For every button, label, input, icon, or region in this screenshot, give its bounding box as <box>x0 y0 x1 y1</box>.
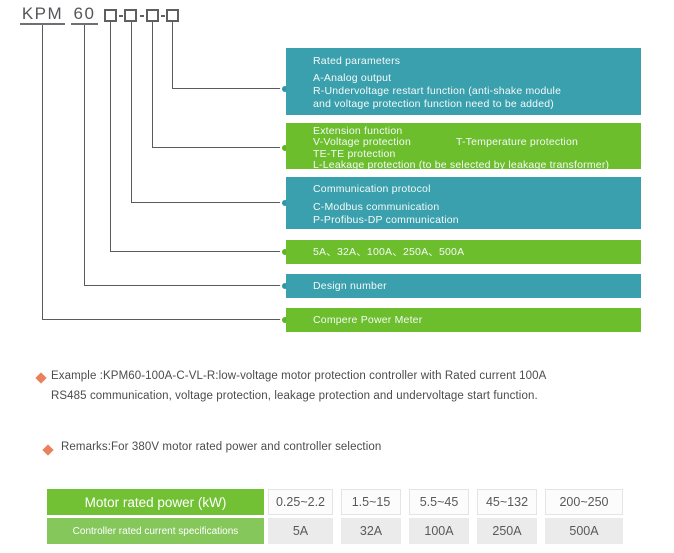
table-cell-current-spec: 5A <box>268 518 333 544</box>
connector-line-product-name <box>42 25 281 320</box>
model-placeholder-box <box>146 9 159 22</box>
bar-title: Rated parameters <box>313 55 401 67</box>
table-row-current: Controller rated current specifications … <box>47 518 623 544</box>
bar-line-right: T-Temperature protection <box>455 136 579 149</box>
legend-bar-current-rating: 5A、32A、100A、250A、500A <box>286 240 641 264</box>
table-cell-current-spec: 500A <box>545 518 623 544</box>
table-cell-power-range: 5.5~45 <box>409 489 469 515</box>
model-code-prefix: KPM <box>20 4 65 25</box>
bar-line: TE-TE protection <box>313 147 396 160</box>
remarks-note: Remarks:For 380V motor rated power and c… <box>61 441 382 453</box>
bar-title: Compere Power Meter <box>313 314 423 326</box>
connector-line-current-rating <box>110 22 281 252</box>
legend-bar-rated-parameters: Rated parameters A-Analog output R-Under… <box>286 48 641 115</box>
connector-line-communication-protocol <box>131 22 281 203</box>
connector-line-rated-parameters <box>172 22 281 89</box>
legend-bar-extension-function: Extension function V-Voltage protection … <box>286 123 641 172</box>
table-cell-current-spec: 250A <box>477 518 537 544</box>
bar-line: P-Profibus-DP communication <box>313 214 459 226</box>
model-placeholder-box <box>104 9 117 22</box>
bar-line: L-Leakage protection (to be selected by … <box>313 159 610 172</box>
bar-line: V-Voltage protection T-Temperature prote… <box>313 136 641 149</box>
bar-line-left: V-Voltage protection <box>313 136 411 149</box>
motor-selection-table: Motor rated power (kW) 0.25~2.2 1.5~15 5… <box>47 489 623 544</box>
model-code-series: 60 <box>71 4 98 25</box>
separator-dash <box>161 15 165 17</box>
table-cell-power-range: 0.25~2.2 <box>268 489 333 515</box>
legend-bar-product-name: Compere Power Meter <box>286 308 641 332</box>
connector-line-extension-function <box>152 22 281 148</box>
example-note: Example :KPM60-100A-C-VL-R:low-voltage m… <box>51 366 546 406</box>
table-cell-power-range: 200~250 <box>545 489 623 515</box>
bar-title: Extension function <box>313 125 403 137</box>
table-cell-power-range: 1.5~15 <box>341 489 401 515</box>
model-placeholder-box <box>124 9 137 22</box>
diamond-bullet-icon <box>35 372 47 384</box>
legend-bar-design-number: Design number <box>286 274 641 298</box>
table-cell-current-spec: 32A <box>341 518 401 544</box>
separator-dash <box>119 15 123 17</box>
table-row-power: Motor rated power (kW) 0.25~2.2 1.5~15 5… <box>47 489 623 515</box>
model-placeholder-box <box>166 9 179 22</box>
bar-title: Design number <box>313 280 387 292</box>
table-header-motor-power: Motor rated power (kW) <box>47 489 264 515</box>
diamond-bullet-icon <box>42 444 54 456</box>
separator-dash <box>140 15 144 17</box>
bar-line: A-Analog output <box>313 72 392 84</box>
example-line-2: RS485 communication, voltage protection,… <box>51 390 538 402</box>
legend-bar-communication-protocol: Communication protocol C-Modbus communic… <box>286 177 641 229</box>
bar-title: Communication protocol <box>313 183 431 195</box>
bar-line: R-Undervoltage restart function (anti-sh… <box>313 85 562 97</box>
bar-line: and voltage protection function need to … <box>313 98 554 110</box>
bar-title: 5A、32A、100A、250A、500A <box>313 246 465 258</box>
example-line-1: Example :KPM60-100A-C-VL-R:low-voltage m… <box>51 370 547 382</box>
bar-line: C-Modbus communication <box>313 201 440 213</box>
table-cell-current-spec: 100A <box>409 518 469 544</box>
table-header-controller-current: Controller rated current specifications <box>47 518 264 544</box>
connector-line-design-number <box>84 25 281 286</box>
table-cell-power-range: 45~132 <box>477 489 537 515</box>
